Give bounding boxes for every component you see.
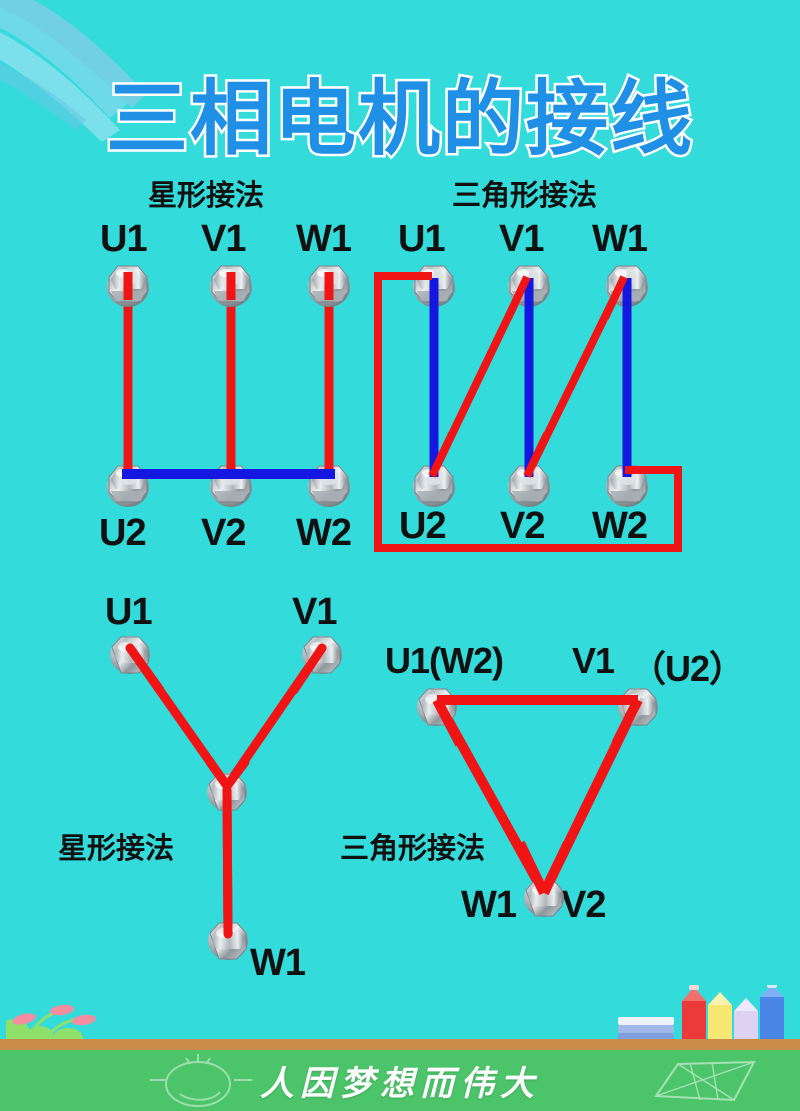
delta-schematic — [416, 687, 659, 918]
pencils-and-books-icon — [618, 985, 784, 1043]
terminal-label-star-v2: V2 — [201, 512, 246, 554]
page-title: 三相电机的接线 — [103, 72, 694, 168]
caption-star-terminal-block: 星形接法 — [148, 180, 265, 212]
chalkboard: 人因梦想而伟大 — [0, 1043, 800, 1111]
schematic-delta-label-u2: （U2） — [630, 648, 745, 689]
caption-delta-terminal-block: 三角形接法 — [452, 180, 598, 212]
footer-decoration: 人因梦想而伟大 — [0, 985, 800, 1111]
caption-star-schematic: 星形接法 — [58, 833, 175, 865]
star-schematic — [109, 635, 343, 961]
terminal-label-delta-v1: V1 — [499, 218, 544, 260]
star-red-jumpers — [123, 276, 334, 478]
terminal-label-delta-w2: W2 — [592, 505, 648, 547]
terminal-label-star-u2: U2 — [99, 512, 147, 554]
terminal-label-delta-u1: U1 — [398, 218, 446, 260]
schematic-delta-label-u1w2: U1(W2) — [385, 640, 504, 681]
schematic-delta-label-v1: V1 — [572, 640, 615, 681]
chalk-doodle-right-icon — [654, 1060, 756, 1102]
schematic-delta-label-w1: W1 — [461, 884, 517, 926]
terminal-label-star-w2: W2 — [296, 512, 352, 554]
schematic-star-label-v1: V1 — [292, 591, 337, 633]
schematic-delta-label-v2: V2 — [561, 884, 606, 926]
delta-schematic-triangle — [428, 695, 646, 904]
delta-terminal-block — [374, 265, 682, 552]
terminal-label-star-u1: U1 — [100, 218, 148, 260]
poster-title-wrap: 三相电机的接线 — [0, 52, 800, 171]
terminal-label-delta-v2: V2 — [500, 505, 545, 547]
schematic-star-label-w1: W1 — [250, 942, 306, 984]
schematic-star-label-u1: U1 — [105, 591, 153, 633]
terminal-label-star-w1: W1 — [296, 218, 352, 260]
chalk-doodle-left-icon — [150, 1054, 252, 1107]
terminal-label-delta-u2: U2 — [399, 505, 447, 547]
footer-motto: 人因梦想而伟大 — [260, 1064, 540, 1104]
terminal-label-delta-w1: W1 — [592, 218, 648, 260]
flowers-icon — [6, 1004, 96, 1045]
delta-blue-verticals — [429, 280, 632, 476]
star-terminal-block — [106, 265, 351, 508]
caption-delta-schematic: 三角形接法 — [340, 833, 486, 865]
terminal-label-star-v1: V1 — [201, 218, 246, 260]
